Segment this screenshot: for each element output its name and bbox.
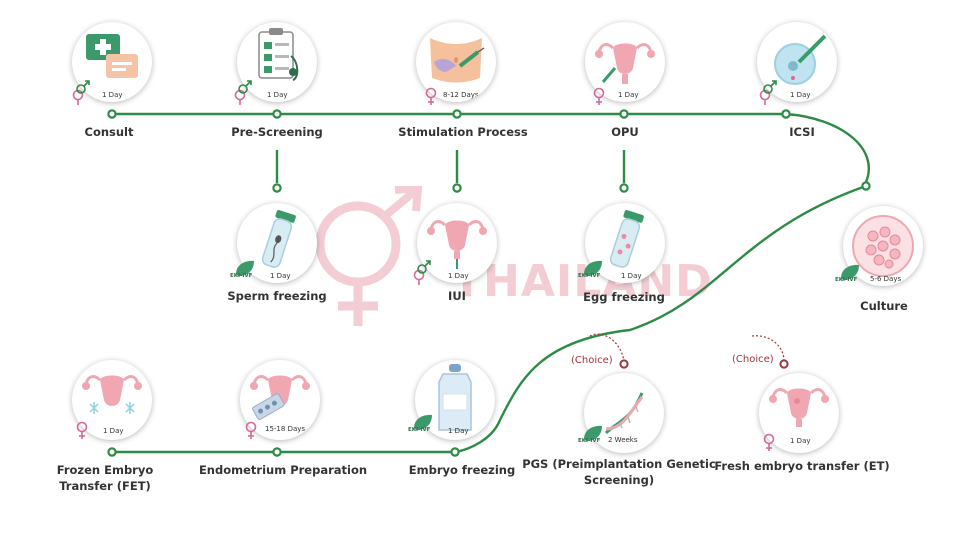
male-female-icon xyxy=(72,80,90,105)
leaf-icon xyxy=(841,264,859,280)
node-endometrium xyxy=(272,447,282,457)
pgs-circle: 2 Weeks xyxy=(584,373,664,453)
endometrium-circle: 15-18 Days xyxy=(240,360,320,440)
watermark-logo xyxy=(315,186,423,326)
eki-ivf-badge: EKI-IVF xyxy=(578,423,606,447)
male-female-icon xyxy=(234,80,252,105)
uterus-needle-icon xyxy=(595,43,655,84)
prescreening-circle: 1 Day xyxy=(237,22,317,102)
node-culture xyxy=(861,181,871,191)
fresh-et-choice-label: (Choice) xyxy=(732,354,774,365)
node-prescreening xyxy=(272,109,282,119)
female-icon xyxy=(593,87,605,105)
female-icon xyxy=(245,421,257,439)
pgs-label: PGS (Preimplantation Genetic Screening) xyxy=(522,457,716,487)
uterus-icon xyxy=(769,388,829,427)
chat-medical-icon xyxy=(86,34,138,78)
endometrium-label: Endometrium Preparation xyxy=(198,463,368,477)
eki-ivf-badge: EKI-IVF xyxy=(578,258,606,282)
uterus-icon xyxy=(427,220,487,269)
eki-ivf-badge: EKI-IVF xyxy=(230,258,258,282)
abdomen-injection-icon xyxy=(430,38,485,83)
embryo-freezing-label: Embryo freezing xyxy=(408,463,516,477)
opu-label: OPU xyxy=(611,125,639,139)
fet-label: Frozen Embryo Transfer (FET) xyxy=(56,463,154,493)
iui-circle: 1 Day xyxy=(417,203,497,283)
sperm-freezing-label: Sperm freezing xyxy=(227,289,327,303)
stimulation-label: Stimulation Process xyxy=(398,125,528,139)
iui-label: IUI xyxy=(448,289,466,303)
leaf-icon xyxy=(584,425,602,441)
pgs-choice-label: (Choice) xyxy=(571,355,613,366)
sperm-freezing-duration: 1 Day xyxy=(270,272,291,280)
leaf-icon xyxy=(236,260,254,276)
icsi-duration: 1 Day xyxy=(790,91,811,99)
sperm-tube-icon xyxy=(261,209,296,268)
culture-duration: 5-6 Days xyxy=(870,275,902,283)
node-stimulation xyxy=(452,109,462,119)
iui-duration: 1 Day xyxy=(448,272,469,280)
badge-text: EKI-IVF xyxy=(408,427,431,433)
leaf-icon xyxy=(584,260,602,276)
leaf-icon xyxy=(414,414,432,430)
fet-duration: 1 Day xyxy=(103,427,124,435)
female-icon xyxy=(425,87,437,105)
egg-injection-icon xyxy=(774,34,827,85)
culture-circle: 5-6 Days xyxy=(843,206,923,286)
uterus-snowflake-icon xyxy=(82,375,142,414)
cryo-tank-icon xyxy=(438,364,472,431)
male-female-icon xyxy=(413,260,431,285)
badge-text: EKI-IVF xyxy=(578,273,601,279)
node-consult xyxy=(107,109,117,119)
embryo-freezing-circle: 1 Day xyxy=(415,360,495,440)
consult-duration: 1 Day xyxy=(102,91,123,99)
embryo-cells-icon xyxy=(852,215,914,277)
fresh-et-circle: 1 Day xyxy=(759,373,839,453)
node-fresh-et xyxy=(779,359,789,369)
node-fet xyxy=(107,447,117,457)
eki-ivf-badge: EKI-IVF xyxy=(835,262,863,286)
fresh-et-label: Fresh embryo transfer (ET) xyxy=(714,459,890,473)
culture-label: Culture xyxy=(860,299,908,313)
clipboard-stethoscope-icon xyxy=(258,28,299,81)
prescreening-duration: 1 Day xyxy=(267,91,288,99)
watermark-text: THAILAND xyxy=(452,256,713,307)
icsi-circle: 1 Day xyxy=(757,22,837,102)
badge-text: EKI-IVF xyxy=(230,273,253,279)
badge-text: EKI-IVF xyxy=(578,438,601,444)
endometrium-duration: 15-18 Days xyxy=(265,425,306,433)
prescreening-label: Pre-Screening xyxy=(231,125,323,139)
male-female-icon xyxy=(759,80,777,105)
consult-label: Consult xyxy=(84,125,134,139)
node-pgs xyxy=(619,359,629,369)
node-icsi xyxy=(781,109,791,119)
egg-freezing-duration: 1 Day xyxy=(621,272,642,280)
node-egg-freezing xyxy=(619,183,629,193)
stimulation-duration: 8-12 Days xyxy=(443,91,479,99)
node-iui xyxy=(452,183,462,193)
icsi-label: ICSI xyxy=(789,125,815,139)
node-embryo-freezing xyxy=(450,447,460,457)
opu-duration: 1 Day xyxy=(618,91,639,99)
female-icon xyxy=(763,433,775,451)
female-icon xyxy=(76,421,88,439)
fet-circle: 1 Day xyxy=(72,360,152,440)
embryo-freezing-duration: 1 Day xyxy=(448,427,469,435)
dna-icon xyxy=(604,392,644,435)
node-sperm-freezing xyxy=(272,183,282,193)
egg-tube-icon xyxy=(609,209,644,268)
pgs-duration: 2 Weeks xyxy=(608,436,638,444)
uterus-pills-icon xyxy=(250,375,310,420)
fresh-et-duration: 1 Day xyxy=(790,437,811,445)
node-opu xyxy=(619,109,629,119)
eki-ivf-badge: EKI-IVF xyxy=(408,412,436,436)
badge-text: EKI-IVF xyxy=(835,277,858,283)
egg-freezing-label: Egg freezing xyxy=(583,290,665,304)
